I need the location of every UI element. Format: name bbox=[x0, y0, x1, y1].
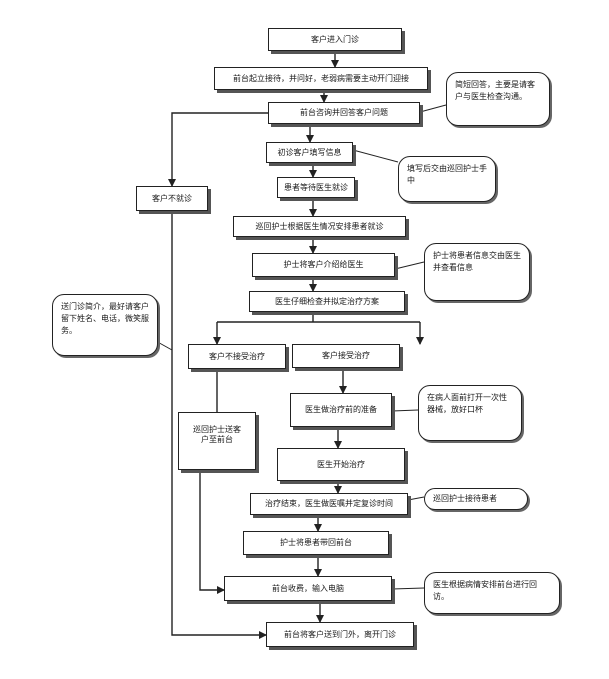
note-fill: 填写后交由巡回护士手中 bbox=[398, 156, 496, 202]
node-enter: 客户进入门诊 bbox=[268, 28, 402, 51]
connector-open-note bbox=[391, 409, 419, 412]
node-nurse-send: 巡回护士送客户至前台 bbox=[178, 412, 256, 470]
note-info: 护士将患者信息交由医生并查看信息 bbox=[424, 243, 530, 301]
node-not-accept: 客户不接受治疗 bbox=[188, 344, 286, 369]
node-finish: 治疗结束，医生做医嘱并定复诊时间 bbox=[250, 493, 408, 515]
connector-fill-note bbox=[352, 149, 399, 163]
node-wait: 患者等待医生就诊 bbox=[277, 177, 355, 198]
note-consult: 简短回答，主要是请客户与医生检查沟通。 bbox=[446, 72, 550, 126]
arrow-nursesend-checkout bbox=[199, 470, 225, 594]
note-receive: 巡回护士接待患者 bbox=[424, 488, 528, 510]
node-not-visit: 客户不就诊 bbox=[136, 186, 208, 211]
note-intro: 送门诊简介，最好请客户留下姓名、电话，微笑服务。 bbox=[52, 294, 158, 356]
node-leave: 前台将客户送到门外，离开门诊 bbox=[266, 622, 414, 647]
node-reception: 前台起立接待，并问好，老弱病需要主动开门迎接 bbox=[214, 67, 428, 90]
note-open: 在病人面前打开一次性器械，放好口杯 bbox=[418, 385, 522, 441]
node-prepare: 医生做治疗前的准备 bbox=[290, 393, 392, 427]
node-fill-info: 初诊客户填写信息 bbox=[266, 142, 353, 163]
node-start: 医生开始治疗 bbox=[277, 448, 405, 481]
arrow-consult-notvisit bbox=[168, 112, 268, 187]
node-checkout: 前台收费，输入电脑 bbox=[224, 576, 392, 601]
connector-info-note bbox=[394, 261, 425, 270]
node-nurse-arrange: 巡回护士根据医生情况安排患者就诊 bbox=[233, 216, 406, 237]
node-nurse-bring: 护士将患者带回前台 bbox=[243, 531, 389, 555]
node-doctor-check: 医生仔细检查并拟定治疗方案 bbox=[249, 291, 405, 312]
note-followup: 医生根据病情安排前台进行回访。 bbox=[424, 572, 560, 614]
connector-consult-note bbox=[419, 104, 447, 113]
connector-followup-note bbox=[391, 587, 425, 590]
node-consult: 前台咨询并回答客户问题 bbox=[268, 102, 420, 124]
connector-receive-note bbox=[407, 496, 425, 501]
node-nurse-introduce: 护士将客户介绍给医生 bbox=[252, 253, 395, 277]
arrow-notvisit-leave bbox=[171, 211, 267, 639]
node-accept: 客户接受治疗 bbox=[292, 344, 400, 368]
